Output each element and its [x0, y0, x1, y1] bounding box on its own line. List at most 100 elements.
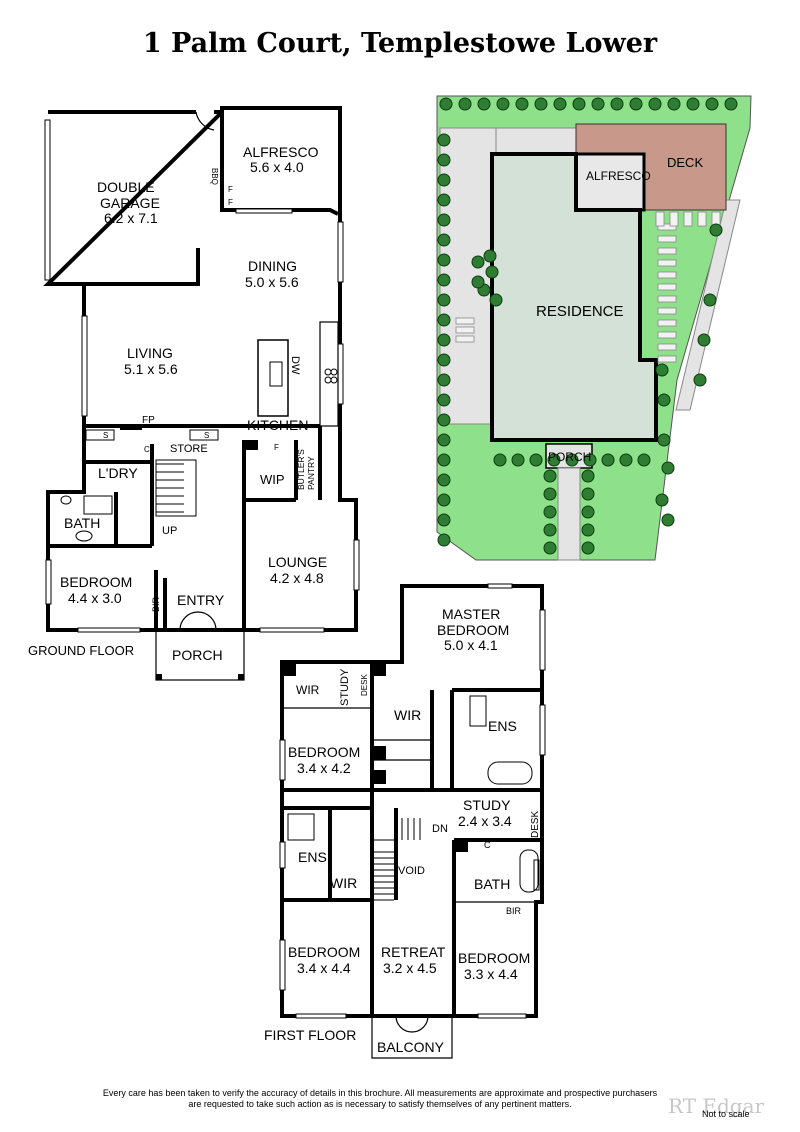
stepping-stone — [657, 223, 677, 231]
ground-bedroom-label: BEDROOM — [60, 574, 132, 590]
dishwasher-label: DW — [289, 356, 301, 375]
agency-logo: RT Edgar — [668, 1094, 765, 1118]
first-interior-walls — [282, 662, 542, 1016]
tree — [437, 213, 451, 227]
tree — [661, 461, 675, 475]
stepping-stone — [655, 211, 665, 227]
stepping-stone — [657, 259, 677, 267]
bath-window — [533, 859, 540, 891]
wir2-label: WIR — [330, 875, 357, 891]
site-path — [557, 467, 581, 561]
tree — [437, 513, 451, 527]
bbq-label: BBQ — [210, 168, 219, 185]
bed2-label: BEDROOM — [288, 744, 360, 760]
tree — [693, 373, 707, 387]
kitchen-window — [337, 343, 344, 405]
ground-cupboard-label: C — [144, 445, 150, 454]
tree — [581, 523, 595, 537]
wir-label: WIR — [296, 683, 320, 697]
tree — [661, 513, 675, 527]
disclaimer-line-1: Every care has been taken to verify the … — [102, 1088, 658, 1098]
tree — [667, 97, 681, 111]
ens-bath — [487, 761, 533, 785]
bath-toilet — [60, 495, 72, 505]
living-label: LIVING — [127, 345, 173, 361]
balcony-label: BALCONY — [377, 1039, 445, 1055]
site-residence-label: RESIDENCE — [536, 303, 624, 320]
bath-tub — [519, 849, 539, 893]
porch-post — [238, 674, 244, 680]
bed2-window — [279, 739, 286, 781]
laundry-label: L'DRY — [98, 465, 138, 481]
ens2-label: ENS — [298, 849, 327, 865]
entry-label: ENTRY — [177, 592, 225, 608]
first-column — [372, 770, 386, 784]
stepping-stone — [657, 283, 677, 291]
tree — [471, 255, 485, 269]
kitchen-island — [257, 339, 289, 417]
tree — [657, 393, 671, 407]
porch-post — [156, 674, 162, 680]
desk-label: DESK — [360, 674, 369, 696]
stepping-stone — [657, 271, 677, 279]
ground-floor-label: GROUND FLOOR — [28, 643, 134, 658]
stepping-stone — [683, 211, 693, 227]
dining-size: 5.0 x 5.6 — [245, 274, 299, 290]
site-stepping-stones — [455, 211, 721, 363]
tree — [458, 97, 472, 111]
tree — [515, 97, 529, 111]
entry-double-door — [179, 611, 217, 631]
ens2-shower — [287, 813, 315, 841]
alfresco-size: 5.6 x 4.0 — [250, 159, 304, 175]
first-floor-plan: MASTER BEDROOM 5.0 x 4.1 WIR STUDY DESK … — [264, 583, 546, 1059]
ens-window — [539, 704, 546, 756]
bed2-size: 3.4 x 4.2 — [297, 760, 351, 776]
ground-interior-walls — [48, 248, 322, 630]
wip-label: WIP — [260, 472, 285, 487]
lounge-side-window — [353, 539, 360, 591]
tree — [581, 505, 595, 519]
stepping-stone — [657, 235, 677, 243]
tree — [655, 363, 669, 377]
tree — [583, 453, 597, 467]
tree — [437, 173, 451, 187]
bath-shower — [83, 495, 113, 515]
bed4-front-window — [477, 1013, 527, 1019]
ens2-window — [279, 841, 286, 869]
site-paving-top — [495, 127, 577, 155]
tree — [601, 453, 615, 467]
study-size: 2.4 x 3.4 — [458, 813, 512, 829]
tree — [705, 97, 719, 111]
stepping-stone — [657, 355, 677, 363]
stepping-stone — [657, 331, 677, 339]
study-label: STUDY — [463, 797, 511, 813]
stepping-stone — [455, 326, 475, 334]
tree — [543, 469, 557, 483]
first-cupboard-label: C — [484, 840, 491, 850]
ground-porch — [155, 629, 245, 681]
disclaimer: Every care has been taken to verify the … — [60, 1088, 700, 1110]
first-floor-label: FIRST FLOOR — [264, 1027, 356, 1043]
stepping-stone — [657, 295, 677, 303]
disclaimer-line-2: are requested to take such action as is … — [188, 1099, 572, 1109]
tree — [437, 313, 451, 327]
fridge-label: F — [228, 198, 233, 207]
site-trees — [437, 97, 738, 555]
tree — [437, 133, 451, 147]
master-window-top — [487, 583, 513, 589]
tree — [724, 97, 738, 111]
bath-label: BATH — [474, 876, 510, 892]
pantry-fridge-label: F — [274, 443, 279, 452]
master-label-2: BEDROOM — [437, 622, 509, 638]
stepping-stone — [657, 343, 677, 351]
tree — [493, 453, 507, 467]
ens-shower — [469, 695, 487, 727]
tree — [437, 233, 451, 247]
tree — [437, 373, 451, 387]
tree — [553, 97, 567, 111]
alfresco-label: ALFRESCO — [243, 144, 319, 160]
first-column — [454, 840, 468, 852]
site-deck-label: DECK — [667, 155, 703, 170]
bed4-label: BEDROOM — [458, 950, 530, 966]
